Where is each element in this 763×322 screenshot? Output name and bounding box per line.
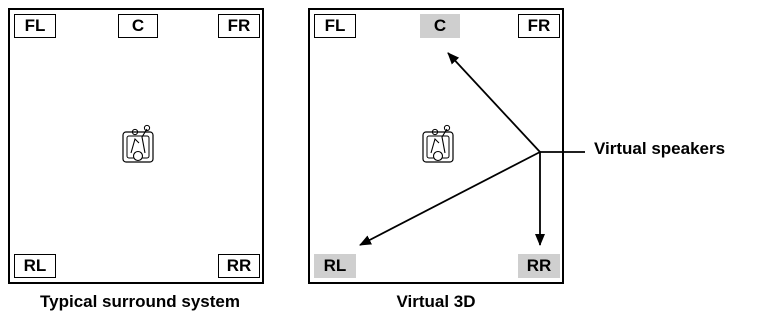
- virtual-3d-caption: Virtual 3D: [396, 292, 476, 311]
- speaker-front-left: FL: [14, 14, 56, 38]
- speaker-front-right: FR: [218, 14, 260, 38]
- speaker-center: C: [118, 14, 158, 38]
- typical-surround-panel: FL C FR RL RR: [8, 8, 264, 284]
- listener-icon: [122, 124, 154, 163]
- arrow-to-rear-left: [359, 151, 541, 246]
- virtual-speakers-label: Virtual speakers: [594, 139, 726, 158]
- virtual-speaker-center: C: [420, 14, 460, 38]
- virtual-3d-panel: FL C FR RL RR: [308, 8, 564, 284]
- virtual-speaker-rear-right: RR: [518, 254, 560, 278]
- virtual-speaker-rear-left: RL: [314, 254, 356, 278]
- speaker-front-left: FL: [314, 14, 356, 38]
- speaker-rear-left: RL: [14, 254, 56, 278]
- arrow-to-center: [447, 52, 541, 153]
- typical-surround-caption: Typical surround system: [40, 292, 240, 311]
- listener-icon: [422, 124, 454, 163]
- speaker-front-right: FR: [518, 14, 560, 38]
- speaker-rear-right: RR: [218, 254, 260, 278]
